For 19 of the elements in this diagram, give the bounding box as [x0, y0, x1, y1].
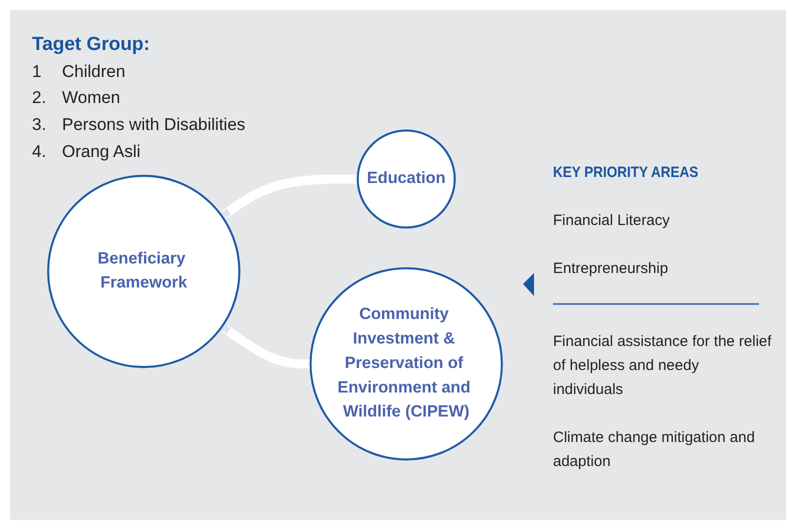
priority-item: Climate change mitigation and adaption — [553, 428, 756, 472]
list-item: Orang Asli — [62, 142, 140, 162]
priority-item: Entrepreneurship — [553, 259, 670, 279]
list-item: Persons with Disabilities — [62, 115, 246, 135]
list-item: Children — [62, 62, 126, 82]
list-number: 4. — [32, 142, 46, 162]
arrow — [222, 325, 311, 368]
node-circle: Beneficiary Framework — [47, 174, 240, 368]
priority-item: Financial assistance for the relief of helpless and needy individuals — [553, 332, 772, 400]
priority-item: Financial Literacy — [553, 211, 671, 231]
list-number: 1 — [32, 62, 42, 82]
node-circle: Education — [356, 130, 456, 229]
list-item: Women — [62, 88, 120, 108]
heading: Taget Group: — [32, 34, 150, 56]
section-heading: KEY PRIORITY AREAS — [553, 164, 698, 181]
arrow — [222, 174, 358, 218]
list-number: 2. — [32, 88, 46, 108]
node-circle: Community Investment & Preservation of Environment and Wildlife (CIPEW) — [310, 267, 503, 460]
list-number: 3. — [32, 115, 46, 135]
